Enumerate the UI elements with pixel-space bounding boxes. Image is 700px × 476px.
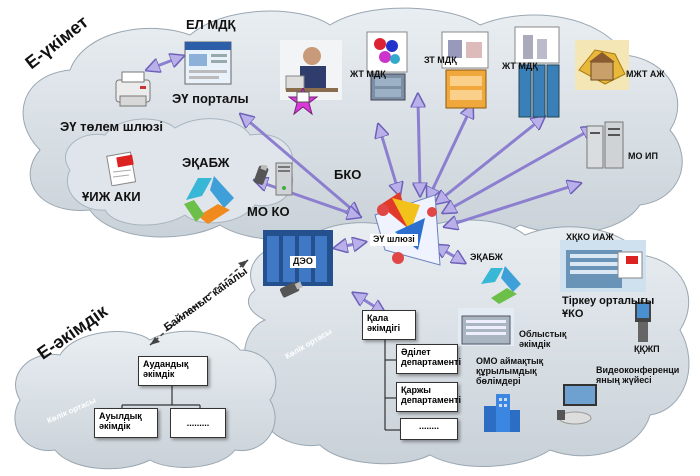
eu-portal-label: ЭҮ порталы [172, 91, 249, 106]
registration-center-label: Тіркеу орталығы [562, 295, 655, 307]
rural-akimdik-box: Ауылдық әкімдік [94, 408, 158, 438]
seal-star-icon [287, 86, 319, 116]
mo-ip-label: МО ИП [628, 151, 658, 161]
regional-akimdik-label: Облыстық әкімдік [519, 329, 567, 349]
district-akimdik-box: Аудандық әкімдік [138, 356, 208, 386]
server-icon [275, 162, 293, 196]
zht-mdk-label-1: ЖТ МДҚ [350, 69, 386, 79]
registration-center-icon [560, 240, 646, 292]
database-cabinet-icon-1 [365, 30, 413, 102]
regional-units-icon [482, 390, 522, 434]
mzht-azh-label: МЖТ АЖ [626, 69, 665, 79]
regional-building-icon [458, 308, 514, 346]
justice-department-box: Әділет департаменті [396, 344, 461, 374]
payment-terminal-icon [112, 70, 154, 110]
el-mdk-label: ЕЛ МДҚ [186, 17, 236, 32]
ellipsis-box-1: ........ [400, 418, 458, 440]
ellipsis-box-2: ......... [170, 408, 226, 438]
usb-key-icon [252, 163, 274, 187]
usb-key-icon-2 [278, 278, 304, 298]
videoconference-icon [555, 382, 601, 426]
ekabzh-top-label: ЭҚАБЖ [182, 155, 230, 170]
communication-channel-arrow [149, 259, 249, 346]
kiosk-icon [631, 300, 655, 344]
operator-photo-icon [280, 40, 342, 100]
videoconference-label: Видеоконференци яның жүйесі [596, 365, 680, 385]
city-akimdik-box: Қала әкімдігі [362, 310, 416, 340]
deo-label: ДЭО [290, 256, 316, 268]
khkko-iazh-label: ХҚКО ИАЖ [566, 232, 614, 242]
map-building-icon [575, 40, 629, 90]
connection-arrows [152, 58, 590, 310]
ekabzh-right-label: ЭҚАБЖ [470, 252, 503, 262]
database-cabinet-icon-2 [440, 30, 492, 110]
ekabzh-cycle-icon [178, 170, 240, 228]
zht-mdk-label-2: ЖТ МДҚ [502, 61, 538, 71]
bko-label: БКО [334, 167, 362, 182]
mo-ko-label: МО КО [247, 204, 290, 219]
ekabzh-cycle-icon-2 [475, 262, 525, 306]
uko-label: ҰКО [562, 308, 584, 320]
uizh-aki-label: ҰИЖ АКИ [82, 189, 141, 204]
portal-screen-icon [183, 40, 233, 86]
database-cabinet-icon-3 [513, 25, 565, 120]
finance-department-box: Қаржы департаменті [396, 382, 461, 412]
payment-gateway-label: ЭҮ төлем шлюзі [60, 119, 164, 134]
kkzhp-label: ҚҚЖП [634, 344, 660, 354]
omo-label: ОМО аймақтық құрылымдық бөлімдері [476, 356, 544, 386]
document-stamp-icon [105, 150, 141, 187]
zt-mdk-label: ЗТ МДҚ [424, 55, 457, 65]
server-rack-icon [585, 120, 625, 170]
eu-gateway-label: ЭҮ шлюзі [370, 234, 418, 246]
